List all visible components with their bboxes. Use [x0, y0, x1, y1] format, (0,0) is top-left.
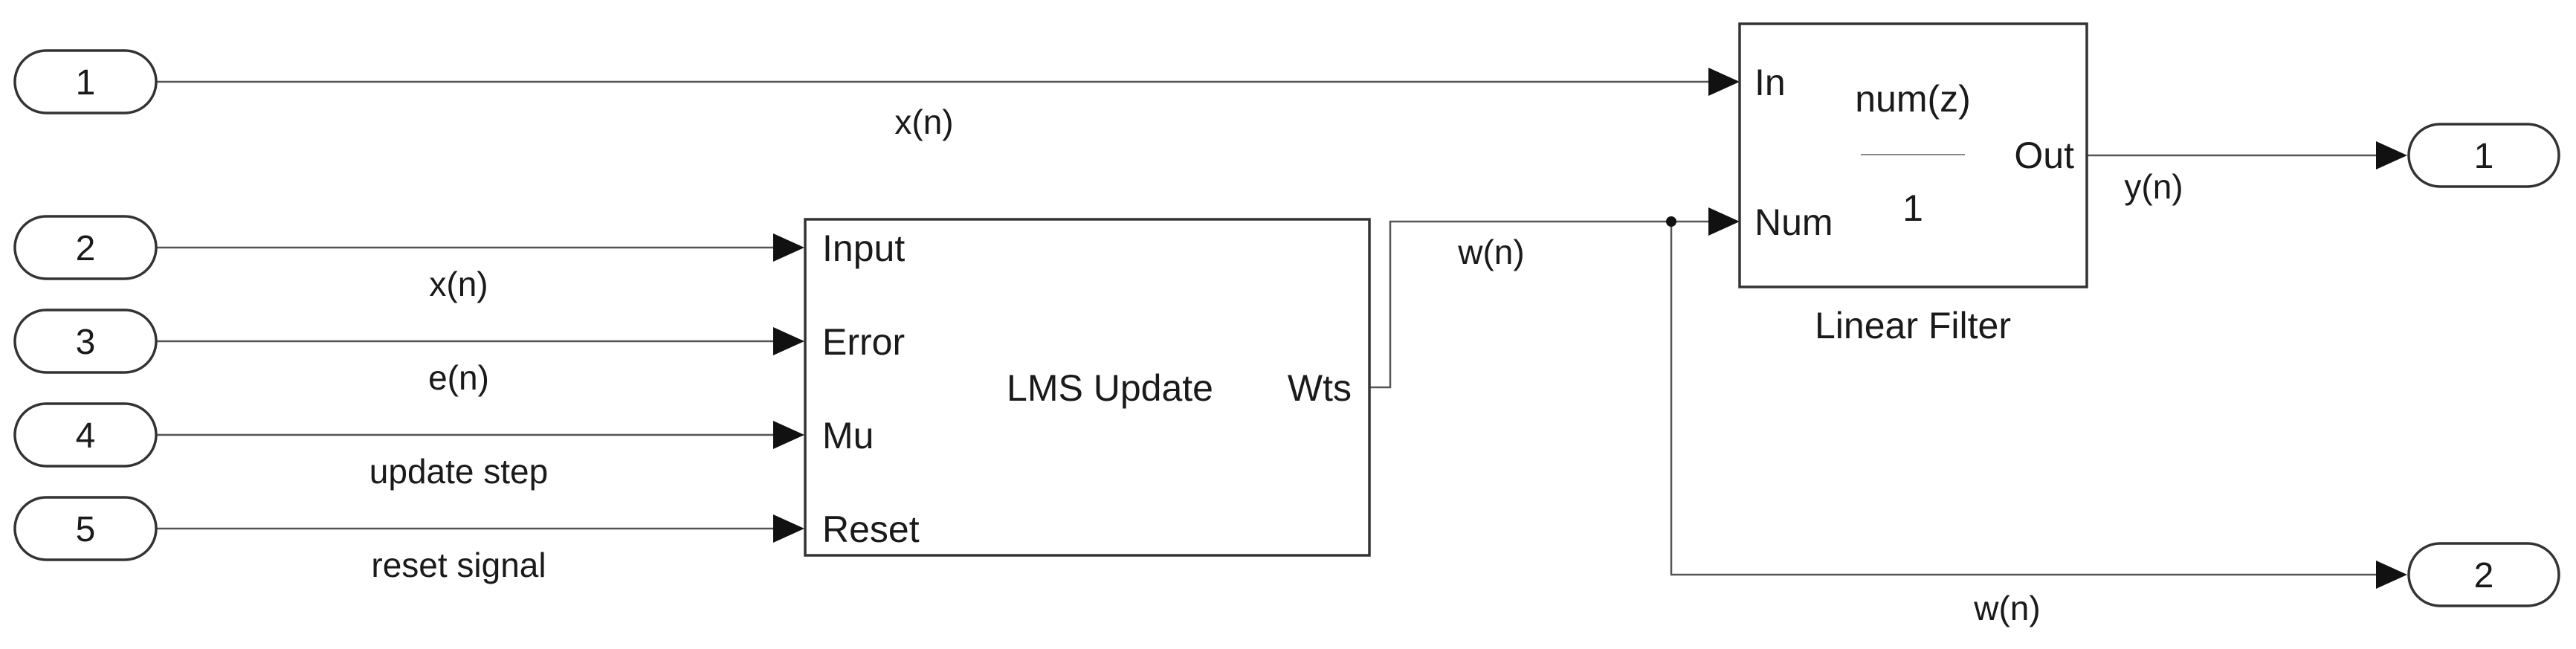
arrowhead-outport2 [2376, 561, 2407, 589]
linear-filter-block[interactable]: In Num num(z) 1 Out [1738, 22, 2088, 288]
filter-numerator: num(z) [1855, 78, 1971, 120]
arrowheads [773, 68, 2407, 589]
inport-1[interactable]: 1 [13, 49, 158, 114]
inport-4-number: 4 [76, 416, 96, 456]
outport-1-number: 1 [2474, 137, 2494, 176]
inport-3-number: 3 [76, 323, 96, 362]
signal-label-inport3: e(n) [428, 358, 489, 397]
lms-update-block[interactable]: Input Error Mu Reset LMS Update Wts [804, 218, 1371, 557]
signal-label-inport2: x(n) [429, 265, 488, 303]
arrowhead-lms-mu [773, 421, 804, 449]
arrowhead-filter-num [1708, 207, 1740, 236]
outport-1[interactable]: 1 [2407, 123, 2560, 188]
inport-2[interactable]: 2 [13, 215, 158, 280]
wires [156, 80, 2379, 576]
lms-port-wts: Wts [1288, 367, 1352, 409]
wire-lms-wts-to-filter-num[interactable] [1369, 220, 1710, 389]
inport-3[interactable]: 3 [13, 309, 158, 374]
inport-1-number: 1 [76, 63, 96, 103]
filter-port-out: Out [2014, 135, 2074, 176]
filter-port-num: Num [1755, 201, 1833, 243]
lms-port-error: Error [822, 321, 905, 363]
inport-2-number: 2 [76, 229, 96, 268]
signal-label-inport4: update step [369, 452, 548, 491]
inport-5[interactable]: 5 [13, 496, 158, 561]
arrowhead-filter-in [1708, 68, 1740, 96]
branch-point [1666, 216, 1676, 227]
outport-2-number: 2 [2474, 556, 2494, 595]
signal-label-inport1: x(n) [894, 103, 953, 141]
lms-block-title: LMS Update [1007, 367, 1213, 409]
wire-weights-branch-to-outport2[interactable] [1670, 222, 2379, 576]
lms-port-reset: Reset [822, 508, 920, 550]
arrowhead-lms-reset [773, 514, 804, 543]
signal-label-inport5: reset signal [371, 546, 546, 584]
arrowhead-outport1 [2376, 141, 2407, 169]
arrowhead-lms-error [773, 327, 804, 355]
outport-2[interactable]: 2 [2407, 542, 2560, 607]
lms-port-mu: Mu [822, 415, 874, 456]
signal-label-outport2: w(n) [1973, 589, 2040, 627]
filter-denominator: 1 [1902, 187, 1923, 229]
inport-4[interactable]: 4 [13, 402, 158, 468]
arrowhead-lms-input [773, 233, 804, 262]
filter-block-name: Linear Filter [1815, 305, 2011, 346]
inport-5-number: 5 [76, 510, 96, 549]
signal-label-weights: w(n) [1457, 233, 1524, 271]
lms-port-input: Input [822, 227, 905, 269]
filter-port-in: In [1755, 62, 1786, 103]
signal-label-outport1: y(n) [2124, 167, 2183, 206]
